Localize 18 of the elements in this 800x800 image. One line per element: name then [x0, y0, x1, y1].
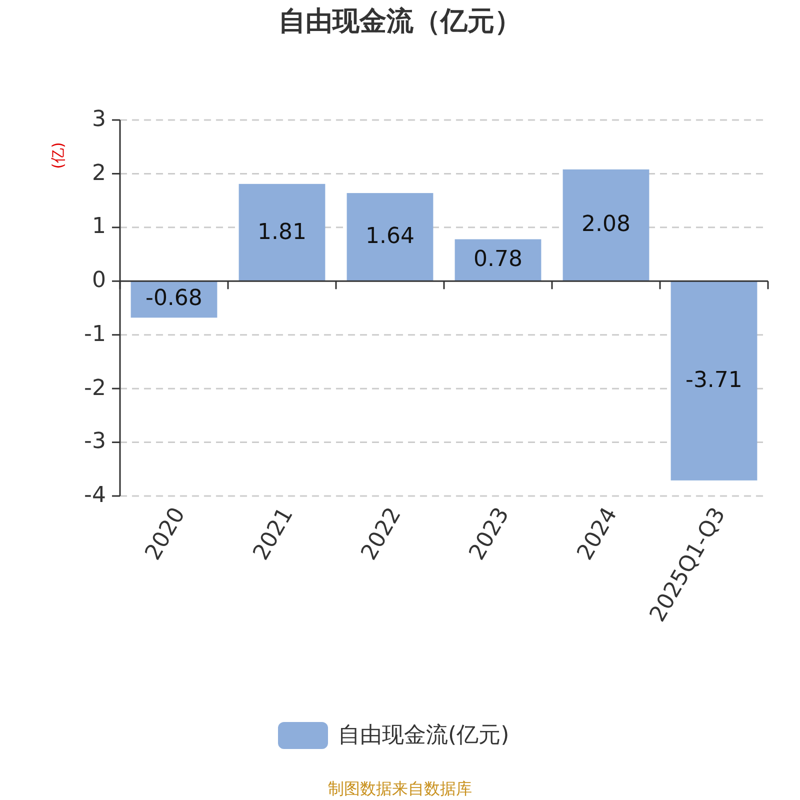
value-label: 1.81 [258, 222, 306, 244]
tick-label: 1 [92, 216, 106, 238]
tick-label: -4 [84, 485, 106, 507]
value-label: 1.64 [366, 226, 414, 248]
tick-label: 2 [92, 162, 106, 185]
tick-label: 3 [92, 109, 106, 131]
chart-title: 自由现金流（亿元） [278, 8, 522, 35]
value-label: 0.78 [474, 249, 522, 272]
axis-title: (亿) [50, 142, 66, 168]
value-label: 2.08 [582, 214, 630, 236]
source-note: 制图数据来自数据库 [328, 781, 472, 797]
tick-label: -1 [84, 324, 106, 346]
tick-label: 0 [92, 270, 106, 292]
value-label: -0.68 [146, 288, 202, 310]
tick-label: -2 [84, 378, 106, 400]
legend-label: 自由现金流(亿元) [338, 725, 510, 747]
tick-label: -3 [84, 431, 106, 454]
value-label: -3.71 [686, 370, 742, 392]
